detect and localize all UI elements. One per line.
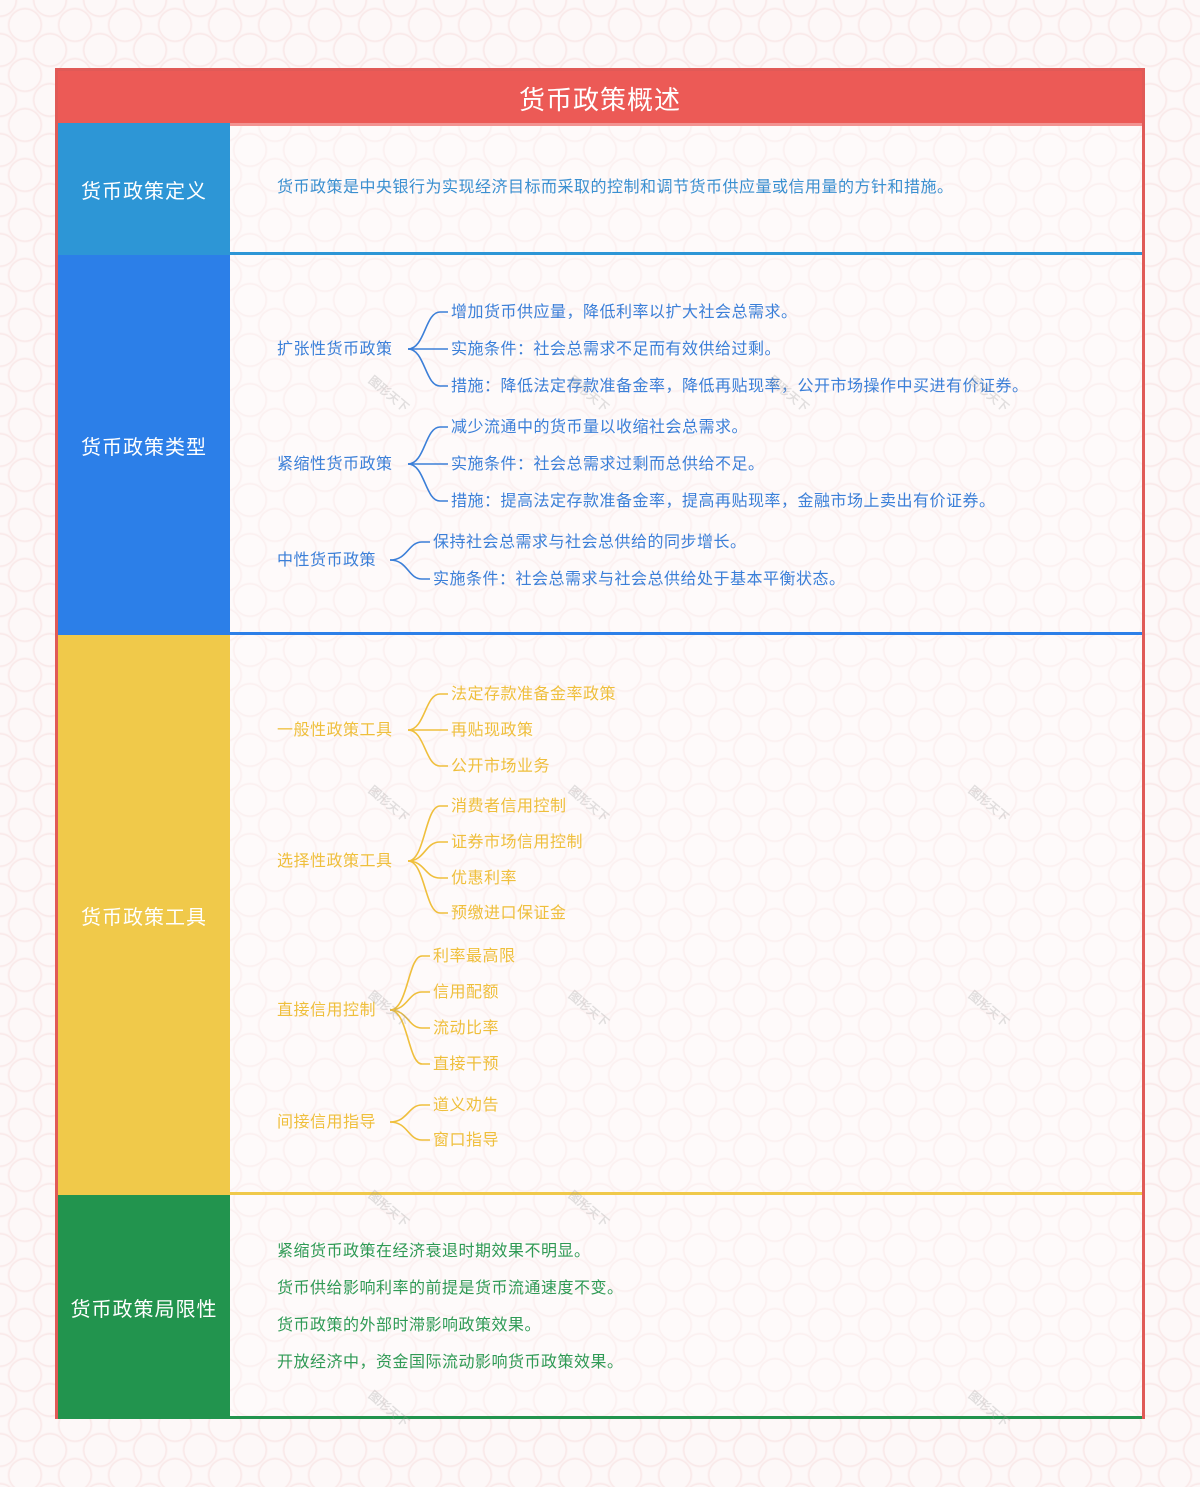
type-item: 措施：降低法定存款准备金率，降低再贴现率，公开市场操作中买进有价证券。 (451, 376, 1029, 395)
section-body-limitations: 紧缩货币政策在经济衰退时期效果不明显。 货币供给影响利率的前提是货币流通速度不变… (230, 1195, 1142, 1419)
divider-definition (230, 252, 1142, 255)
tool-group-general: 一般性政策工具 (277, 720, 393, 739)
tool-group-indirect-credit: 间接信用指导 (277, 1112, 377, 1131)
tool-group-direct-credit: 直接信用控制 (277, 1000, 377, 1019)
tool-item: 道义劝告 (433, 1095, 500, 1114)
section-tools: 货币政策工具 (58, 635, 1142, 1195)
tool-group-selective: 选择性政策工具 (277, 851, 393, 870)
limitation-item: 紧缩货币政策在经济衰退时期效果不明显。 (277, 1241, 591, 1260)
tool-item: 再贴现政策 (451, 720, 534, 739)
type-item: 措施：提高法定存款准备金率，提高再贴现率，金融市场上卖出有价证券。 (451, 491, 996, 510)
section-label-definition: 货币政策定义 (58, 123, 230, 255)
type-item: 保持社会总需求与社会总供给的同步增长。 (433, 532, 747, 551)
section-body-definition: 货币政策是中央银行为实现经济目标而采取的控制和调节货币供应量或信用量的方针和措施… (230, 123, 1142, 255)
tool-item: 消费者信用控制 (451, 796, 567, 815)
limitation-item: 货币供给影响利率的前提是货币流通速度不变。 (277, 1278, 624, 1297)
tool-item: 优惠利率 (451, 868, 518, 887)
tool-item: 信用配额 (433, 982, 500, 1001)
definition-text: 货币政策是中央银行为实现经济目标而采取的控制和调节货币供应量或信用量的方针和措施… (277, 177, 954, 196)
limitation-item: 开放经济中，资金国际流动影响货币政策效果。 (277, 1352, 624, 1371)
tool-item: 预缴进口保证金 (451, 903, 567, 922)
tool-item: 窗口指导 (433, 1130, 500, 1149)
type-group-expansionary: 扩张性货币政策 (277, 339, 393, 358)
tool-item: 利率最高限 (433, 946, 516, 965)
tool-item: 证券市场信用控制 (451, 832, 584, 851)
limitation-item: 货币政策的外部时滞影响政策效果。 (277, 1315, 542, 1334)
type-item: 实施条件：社会总需求过剩而总供给不足。 (451, 454, 765, 473)
section-body-types: 扩张性货币政策 增加货币供应量，降低利率以扩大社会总需求。 实施条件：社会总需求… (230, 255, 1142, 635)
divider-tools (230, 1192, 1142, 1195)
mindmap-frame: 货币政策概述 货币政策定义 货币政策是中央银行为实现经济目标而采取的控制和调节货… (55, 68, 1145, 1419)
section-label-limitations: 货币政策局限性 (58, 1195, 230, 1419)
tool-item: 公开市场业务 (451, 756, 551, 775)
tool-item: 法定存款准备金率政策 (451, 684, 617, 703)
divider-limitations (230, 1416, 1142, 1419)
section-limitations: 货币政策局限性 紧缩货币政策在经济衰退时期效果不明显。 货币供给影响利率的前提是… (58, 1195, 1142, 1419)
tool-item: 流动比率 (433, 1018, 500, 1037)
section-label-types: 货币政策类型 (58, 255, 230, 635)
type-item: 实施条件：社会总需求与社会总供给处于基本平衡状态。 (433, 569, 846, 588)
section-types: 货币政策类型 扩张性货币政策 增加货币供应量，降低利率以扩 (58, 255, 1142, 635)
divider-types (230, 632, 1142, 635)
section-body-tools: 一般性政策工具 法定存款准备金率政策 再贴现政策 公开市场业务 选择性政策工具 … (230, 635, 1142, 1195)
section-definition: 货币政策定义 货币政策是中央银行为实现经济目标而采取的控制和调节货币供应量或信用… (58, 123, 1142, 255)
section-label-tools: 货币政策工具 (58, 635, 230, 1195)
type-group-neutral: 中性货币政策 (277, 550, 377, 569)
type-item: 减少流通中的货币量以收缩社会总需求。 (451, 417, 749, 436)
tool-item: 直接干预 (433, 1054, 500, 1073)
type-item: 实施条件：社会总需求不足而有效供给过剩。 (451, 339, 782, 358)
type-group-contractionary: 紧缩性货币政策 (277, 454, 393, 473)
type-item: 增加货币供应量，降低利率以扩大社会总需求。 (451, 302, 798, 321)
page-title: 货币政策概述 (58, 71, 1142, 126)
